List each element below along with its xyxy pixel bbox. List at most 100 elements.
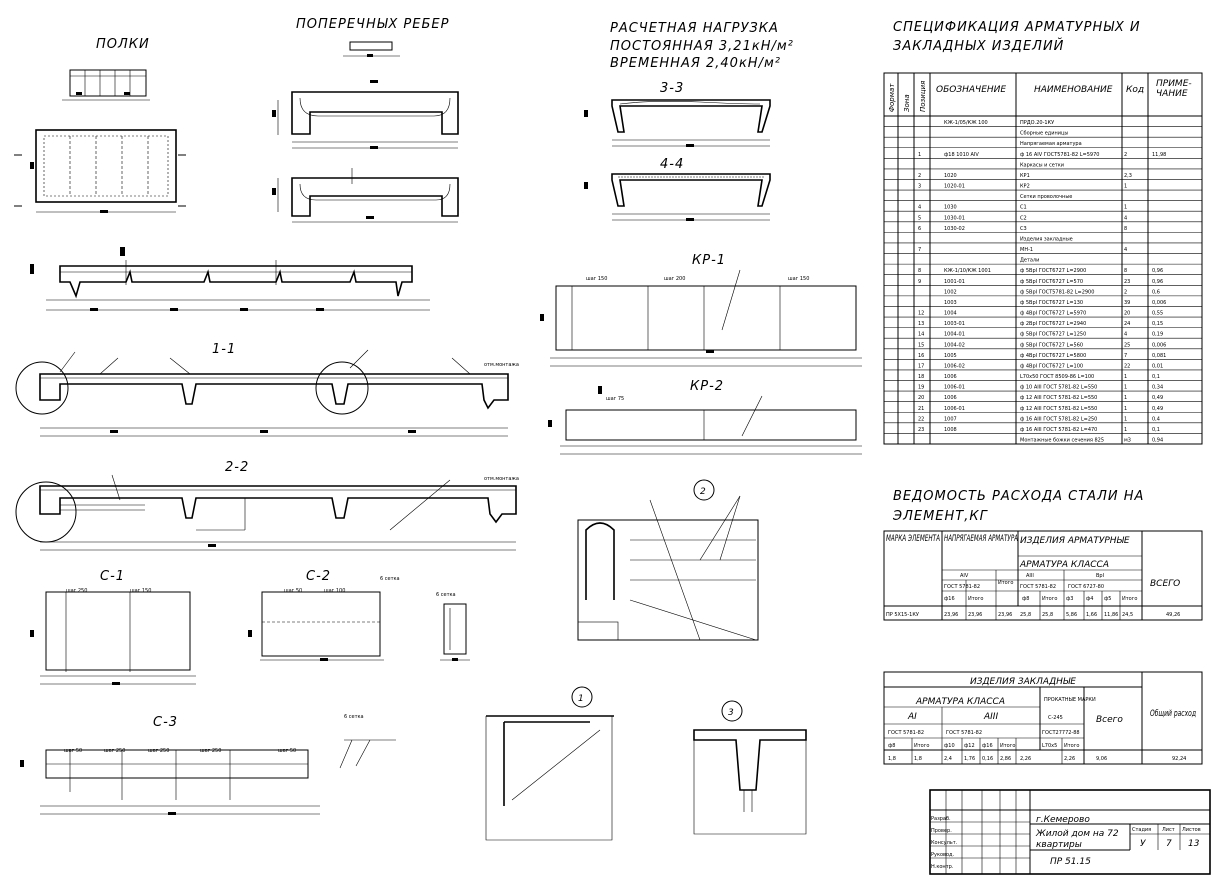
- spec-cell: ф 2ВрI ГОСТ6727 L=2940: [1020, 321, 1086, 327]
- label-kr1: КР-1: [692, 253, 726, 268]
- zakl-cell: 2,26: [1020, 756, 1031, 762]
- zakl-gost-pr: ГОСТ27772-88: [1042, 730, 1080, 736]
- spec-h-oboz: ОБОЗНАЧЕНИЕ: [936, 85, 1006, 95]
- zakl-cell: 2,86: [1000, 756, 1011, 762]
- zakl-prokat: ПРОКАТНЫЕ МАРКИ: [1044, 697, 1096, 703]
- section-2-2: 2-2 отм.монтажа: [15, 460, 519, 551]
- steel-cell: 49,26: [1166, 612, 1180, 618]
- title-spec-2: ЗАКЛАДНЫХ ИЗДЕЛИЙ: [893, 38, 1064, 54]
- spec-cell: 7: [918, 247, 921, 253]
- stamp-city: г.Кемерово: [1036, 815, 1090, 825]
- spec-cell: 22: [1124, 363, 1130, 369]
- spec-cell: 1004: [944, 311, 957, 317]
- zakl-col: ф16: [982, 743, 993, 749]
- zakl-col: ф8: [888, 743, 895, 749]
- stamp-code: ПР 51.15: [1050, 857, 1091, 867]
- rib-elevation-2: [272, 168, 459, 223]
- stamp-stage: У: [1140, 839, 1146, 849]
- steel-gost2: ГОСТ 5781-82: [1020, 584, 1056, 590]
- spec-cell: 1006-02: [944, 363, 965, 369]
- frame-kr2: КР-2 шаг 75: [548, 379, 862, 455]
- steel-cell: 1,66: [1086, 612, 1097, 618]
- steel-aiv: АIV: [960, 573, 969, 579]
- spec-cell: 1006: [944, 395, 957, 401]
- spec-cell: 0,49: [1152, 406, 1163, 412]
- spec-cell: 4: [1124, 247, 1127, 253]
- zakl-obsh: Общий расход: [1150, 709, 1196, 719]
- spec-cell: 24: [1124, 321, 1130, 327]
- section-4-4: 4-4: [584, 157, 771, 221]
- spec-cell: 11,98: [1152, 152, 1166, 158]
- steel-col: ф16: [944, 596, 955, 602]
- spec-cell: 0,01: [1152, 363, 1163, 369]
- label-s22: 2-2: [225, 460, 249, 475]
- steel-col: ф3: [1066, 596, 1073, 602]
- spec-cell: 1030-01: [944, 215, 965, 221]
- zakl-col: Итого: [1064, 743, 1079, 749]
- spec-cell: 1: [1124, 374, 1127, 380]
- spec-cell: 6: [918, 226, 921, 232]
- spec-cell: 13: [918, 321, 924, 327]
- steel-cell: 25,8: [1042, 612, 1053, 618]
- spec-cell: 0,94: [1152, 438, 1163, 444]
- spec-cell: Детали: [1020, 258, 1039, 264]
- steel-bp1: ВрI: [1096, 573, 1104, 579]
- kr2-dim-75: шаг 75: [606, 396, 624, 402]
- spec-cell: 2: [1124, 152, 1127, 158]
- spec-cell: 19: [918, 385, 924, 391]
- spec-cell: 0,1: [1152, 427, 1160, 433]
- spec-cell: КЖ-1/05/КЖ 100: [944, 120, 988, 126]
- title-load-temporary: ВРЕМЕННАЯ 2,40кН/м²: [610, 56, 781, 71]
- spec-cell: 1: [1124, 395, 1127, 401]
- c2-sh6: 6 сетка: [380, 576, 400, 582]
- stamp-sheet: 7: [1166, 839, 1172, 849]
- spec-cell: ф 5ВрI ГОСТ6727 L=130: [1020, 300, 1083, 306]
- spec-cell: КР1: [1020, 173, 1030, 179]
- spec-cell: 9: [918, 279, 921, 285]
- spec-cell: ф 4ВрI ГОСТ6727 L=100: [1020, 363, 1083, 369]
- spec-cell: Сборные единицы: [1020, 131, 1068, 137]
- node-3-label: 3: [728, 708, 734, 718]
- title-spec-1: СПЕЦИФИКАЦИЯ АРМАТУРНЫХ И: [893, 20, 1141, 35]
- spec-cell: 0,15: [1152, 321, 1163, 327]
- polki-detail: [62, 69, 150, 101]
- spec-cell: 1006-01: [944, 385, 965, 391]
- spec-h-prim: ПРИМЕ-ЧАНИЕ: [1156, 79, 1192, 99]
- label-c3: С-3: [153, 715, 178, 730]
- spec-cell: 25: [1124, 342, 1130, 348]
- steel-col: Итого: [1042, 596, 1057, 602]
- spec-cell: 0,006: [1152, 300, 1166, 306]
- spec-cell: МН-1: [1020, 247, 1033, 253]
- steel-cell: 23,96: [968, 612, 982, 618]
- label-s11: 1-1: [212, 342, 236, 357]
- spec-h-kod: Код: [1126, 85, 1144, 95]
- stamp-r5: Н.контр.: [931, 864, 954, 870]
- mesh-c2: С-2 шаг 50 шаг 100 6 сетка 6 сетка: [248, 569, 470, 661]
- steel-h-napr: НАПРЯГАЕМАЯ АРМАТУРА: [944, 534, 1018, 544]
- spec-cell: ф 5ВрI ГОСТ6727 L=560: [1020, 342, 1083, 348]
- steel-table: МАРКА ЭЛЕМЕНТА НАПРЯГАЕМАЯ АРМАТУРА ИЗДЕ…: [883, 530, 1203, 621]
- zakl-klass: АРМАТУРА КЛАССА: [915, 697, 1005, 707]
- spec-cell: ф 12 АIII ГОСТ 5781-82 L=550: [1020, 395, 1097, 401]
- zakl-gost-aiii: ГОСТ 5781-82: [946, 730, 982, 736]
- spec-cell: Изделия закладные: [1020, 236, 1073, 242]
- spec-cell: 39: [1124, 300, 1130, 306]
- dim-otm-2: отм.монтажа: [484, 476, 519, 482]
- spec-cell: 14: [918, 332, 924, 338]
- steel-h-izd: ИЗДЕЛИЯ АРМАТУРНЫЕ: [1020, 536, 1130, 546]
- node-3: 3: [693, 700, 807, 835]
- spec-cell: 4: [1124, 215, 1127, 221]
- spec-cell: 4: [1124, 332, 1127, 338]
- label-s33: 3-3: [660, 81, 684, 96]
- spec-cell: 1020-01: [944, 184, 965, 190]
- node-2: 2: [577, 479, 759, 641]
- title-load: РАСЧЕТНАЯ НАГРУЗКА: [610, 21, 779, 36]
- steel-col: Итого: [1122, 596, 1137, 602]
- spec-cell: ф 4ВрI ГОСТ6727 L=5970: [1020, 311, 1086, 317]
- rib-top-detail: [343, 41, 400, 57]
- steel-cell: 25,8: [1020, 612, 1031, 618]
- spec-cell: 20: [1124, 311, 1130, 317]
- slab-plan: [14, 129, 186, 213]
